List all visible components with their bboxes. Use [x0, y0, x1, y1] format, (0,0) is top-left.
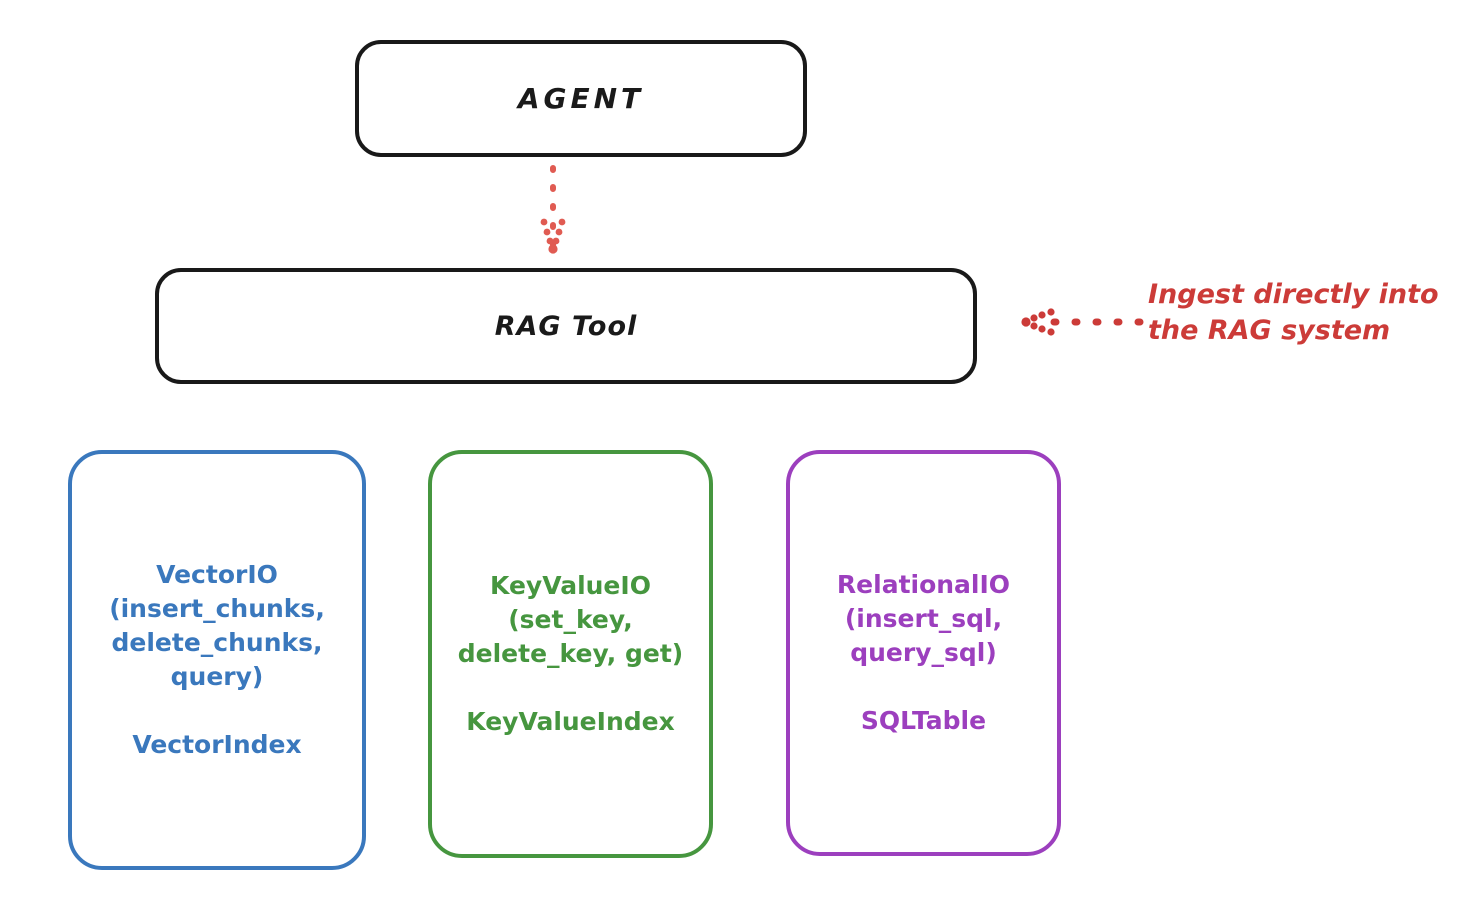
relational-io-node[interactable]: RelationalIO (insert_sql, query_sql) SQL…: [786, 450, 1061, 856]
key-value-io-api-label: KeyValueIO (set_key, delete_key, get): [457, 571, 684, 668]
sql-table-label: SQLTable: [860, 706, 987, 735]
relational-io-api-label: RelationalIO (insert_sql, query_sql): [836, 570, 1011, 667]
vector-index-label: VectorIndex: [132, 730, 302, 759]
key-value-index-label: KeyValueIndex: [466, 707, 675, 736]
agent-label: AGENT: [517, 82, 645, 115]
agent-node[interactable]: AGENT: [355, 40, 807, 157]
ingest-annotation-text: Ingest directly into the RAG system: [1148, 279, 1439, 347]
ingest-arrow: [1021, 308, 1144, 336]
rag-tool-label: RAG Tool: [494, 310, 638, 342]
agent-to-ragtool-arrow: [540, 165, 566, 254]
vector-io-node[interactable]: VectorIO (insert_chunks, delete_chunks, …: [68, 450, 366, 870]
rag-tool-node[interactable]: RAG Tool: [155, 268, 977, 384]
key-value-io-node[interactable]: KeyValueIO (set_key, delete_key, get) Ke…: [428, 450, 713, 858]
vector-io-api-label: VectorIO (insert_chunks, delete_chunks, …: [109, 560, 325, 691]
